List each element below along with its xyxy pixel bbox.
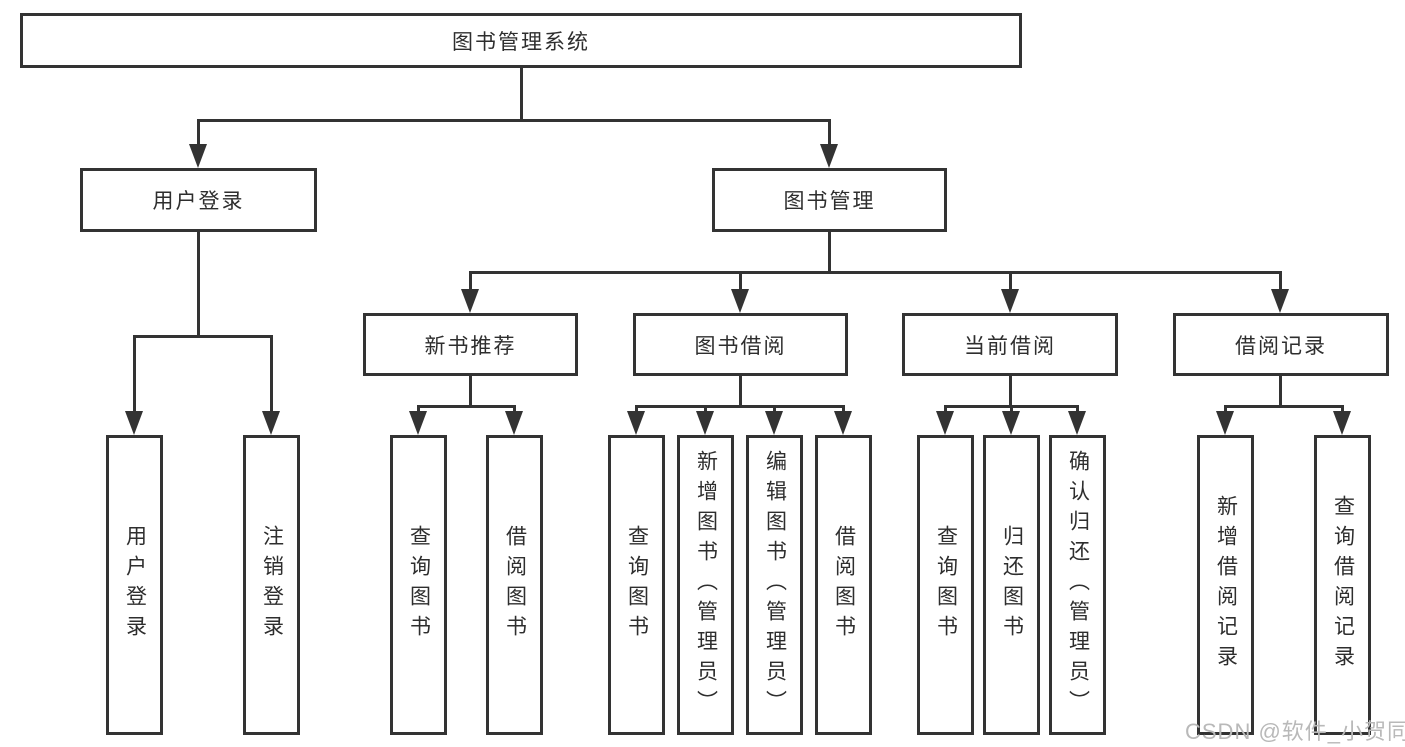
connector-stub [842, 405, 845, 413]
arrow-down-icon [696, 411, 714, 435]
connector-stub [704, 405, 707, 413]
node-book-management: 图书管理 [712, 168, 947, 232]
leaf-current-query-books-label: 查询图书 [934, 525, 958, 645]
node-book-borrow-label: 图书借阅 [694, 334, 787, 358]
node-book-management-label: 图书管理 [783, 190, 876, 213]
connector-level2-bus [197, 119, 831, 122]
connector-drop-new-book [469, 271, 472, 291]
connector-drop-book-management [828, 119, 831, 146]
arrow-down-icon [1333, 411, 1351, 435]
leaf-borrow-books: 借阅图书 [815, 435, 872, 735]
arrow-down-icon [1271, 289, 1289, 313]
connector-root-stem [520, 68, 523, 119]
connector-stub [773, 405, 776, 413]
connector-new-book-bus [417, 405, 516, 408]
leaf-borrow-query-books-label: 查询图书 [625, 525, 649, 645]
connector-drop-user-login [197, 119, 200, 146]
arrow-down-icon [409, 411, 427, 435]
connector-drop-leaf-logout [270, 335, 273, 413]
leaf-add-book-admin: 新增图书（管理员） [677, 435, 734, 735]
arrow-down-icon [1216, 411, 1234, 435]
arrow-down-icon [765, 411, 783, 435]
leaf-query-borrow-record-label: 查询借阅记录 [1331, 495, 1355, 675]
node-borrow-records: 借阅记录 [1173, 313, 1389, 376]
arrow-down-icon [461, 289, 479, 313]
leaf-query-borrow-record: 查询借阅记录 [1314, 435, 1371, 735]
leaf-recommend-borrow-books-label: 借阅图书 [503, 525, 527, 645]
arrow-down-icon [262, 411, 280, 435]
arrow-down-icon [627, 411, 645, 435]
connector-level3-bus [469, 271, 1282, 274]
leaf-recommend-query-books-label: 查询图书 [407, 525, 431, 645]
connector-book-borrow-bus [635, 405, 845, 408]
leaf-return-book-label: 归还图书 [1000, 525, 1024, 645]
connector-stub [513, 405, 516, 413]
connector-user-login-stem [197, 232, 200, 337]
arrow-down-icon [936, 411, 954, 435]
node-book-borrow: 图书借阅 [633, 313, 848, 376]
leaf-add-borrow-record-label: 新增借阅记录 [1214, 495, 1238, 675]
arrow-down-icon [1068, 411, 1086, 435]
connector-stub [944, 405, 947, 413]
connector-drop-leaf-user-login [133, 335, 136, 413]
leaf-user-login: 用户登录 [106, 435, 163, 735]
leaf-user-login-label: 用户登录 [123, 525, 147, 645]
leaf-borrow-query-books: 查询图书 [608, 435, 665, 735]
node-current-borrow: 当前借阅 [902, 313, 1118, 376]
leaf-current-query-books: 查询图书 [917, 435, 974, 735]
arrow-down-icon [1002, 411, 1020, 435]
connector-stub [1224, 405, 1227, 413]
leaf-edit-book-admin-label: 编辑图书（管理员） [763, 450, 787, 720]
leaf-logout: 注销登录 [243, 435, 300, 735]
node-current-borrow-label: 当前借阅 [964, 334, 1056, 358]
node-user-login-label: 用户登录 [152, 190, 245, 213]
arrow-down-icon [834, 411, 852, 435]
arrow-down-icon [1001, 289, 1019, 313]
node-library-system: 图书管理系统 [20, 13, 1022, 68]
connector-book-management-stem [828, 232, 831, 274]
connector-new-book-stem [469, 376, 472, 407]
leaf-recommend-borrow-books: 借阅图书 [486, 435, 543, 735]
arrow-down-icon [731, 289, 749, 313]
connector-current-borrow-stem [1009, 376, 1012, 407]
connector-drop-borrow-records [1279, 271, 1282, 291]
leaf-add-borrow-record: 新增借阅记录 [1197, 435, 1254, 735]
node-library-system-label: 图书管理系统 [452, 30, 590, 54]
connector-stub [635, 405, 638, 413]
connector-book-borrow-stem [739, 376, 742, 407]
connector-stub [417, 405, 420, 413]
node-borrow-records-label: 借阅记录 [1235, 334, 1327, 358]
arrow-down-icon [189, 144, 207, 168]
leaf-confirm-return-admin-label: 确认归还（管理员） [1066, 450, 1090, 720]
connector-stub [1076, 405, 1079, 413]
connector-stub [1010, 405, 1013, 413]
leaf-return-book: 归还图书 [983, 435, 1040, 735]
leaf-logout-label: 注销登录 [260, 525, 284, 645]
connector-drop-book-borrow [739, 271, 742, 291]
arrow-down-icon [820, 144, 838, 168]
arrow-down-icon [505, 411, 523, 435]
leaf-recommend-query-books: 查询图书 [390, 435, 447, 735]
connector-drop-current-borrow [1009, 271, 1012, 291]
connector-stub [1341, 405, 1344, 413]
leaf-borrow-books-label: 借阅图书 [832, 525, 856, 645]
leaf-add-book-admin-label: 新增图书（管理员） [694, 450, 718, 720]
connector-user-login-bus [133, 335, 273, 338]
leaf-edit-book-admin: 编辑图书（管理员） [746, 435, 803, 735]
connector-borrow-records-stem [1279, 376, 1282, 407]
node-user-login: 用户登录 [80, 168, 317, 232]
leaf-confirm-return-admin: 确认归还（管理员） [1049, 435, 1106, 735]
node-new-book-recommend-label: 新书推荐 [424, 334, 517, 358]
arrow-down-icon [125, 411, 143, 435]
node-new-book-recommend: 新书推荐 [363, 313, 578, 376]
csdn-watermark: CSDN @软件_小贺同学 [1185, 719, 1405, 744]
connector-borrow-records-bus [1224, 405, 1344, 408]
